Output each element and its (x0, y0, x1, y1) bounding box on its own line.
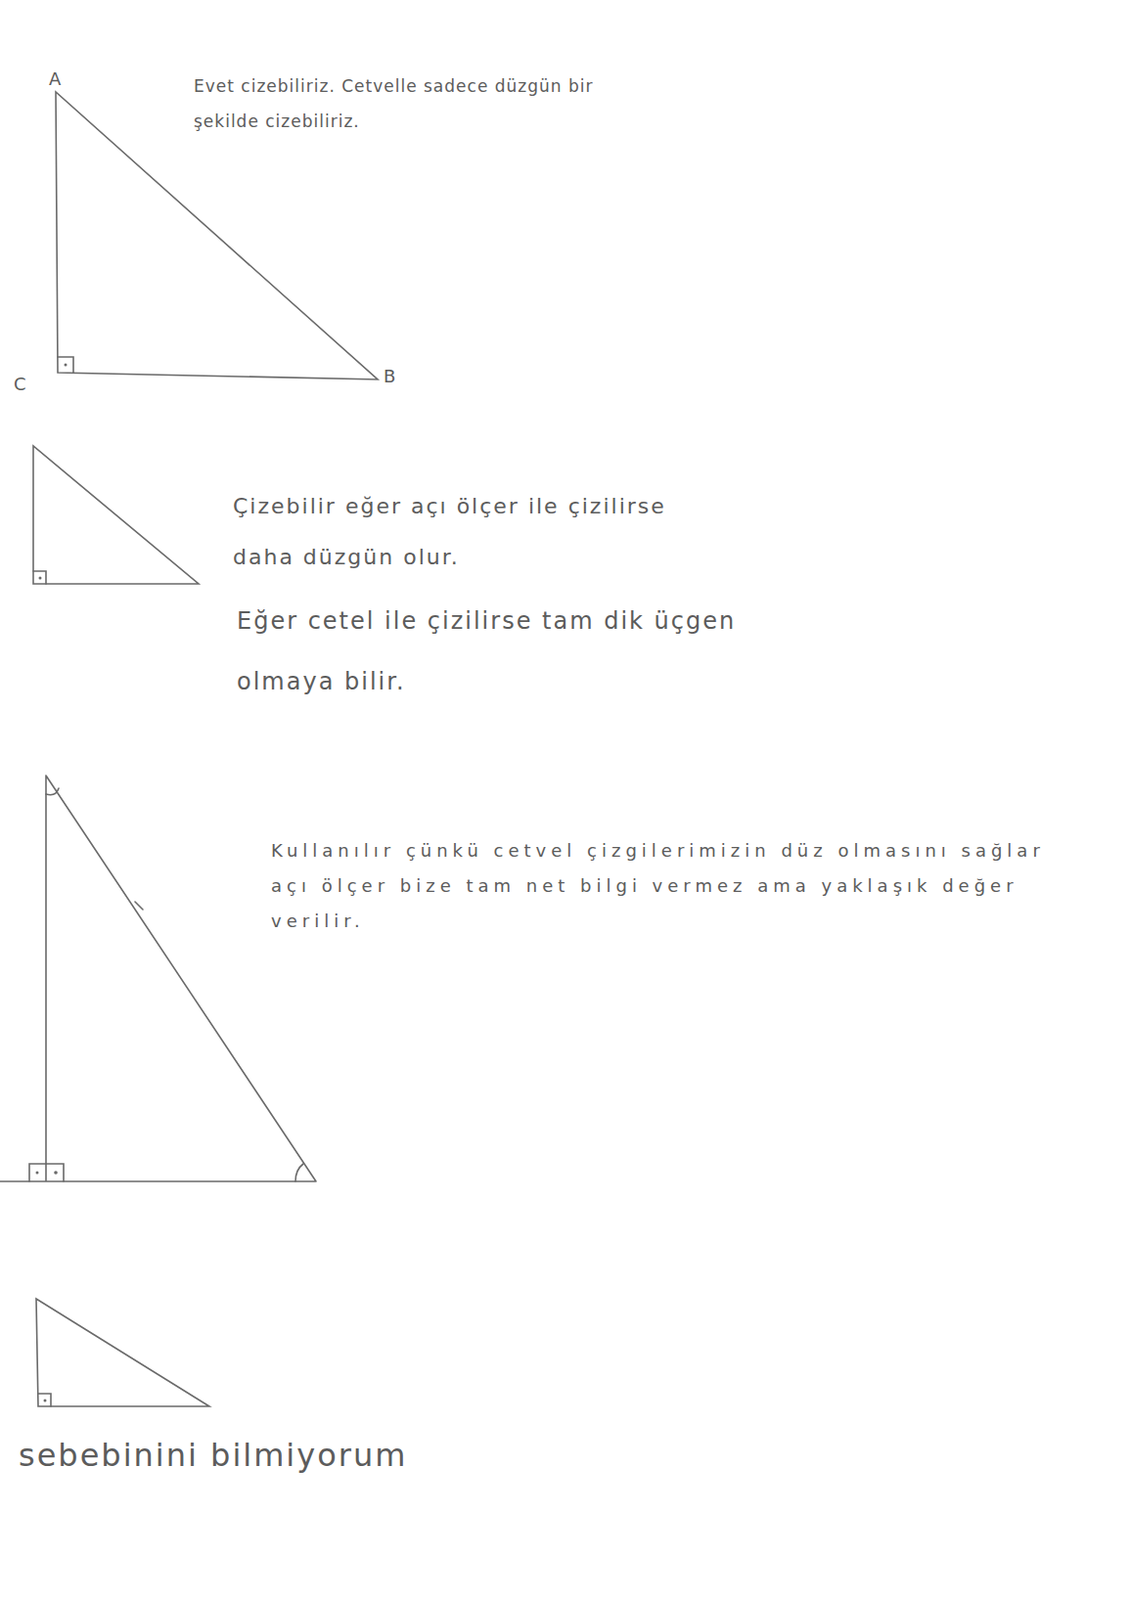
right-triangle (33, 446, 199, 585)
answer-note: Evet cizebiliriz. Cetvelle sadece düzgün… (193, 68, 605, 139)
answer-note: Eğer cetel ile çizilirse tam dik üçgen o… (236, 590, 766, 713)
vertex-label: A (48, 68, 89, 91)
angle-arc (295, 1164, 304, 1182)
vertex-label: C (13, 373, 53, 396)
right-triangle (36, 1299, 210, 1407)
vertex-label: B (383, 365, 423, 388)
answer-note: Kullanılır çünkü cetvel çizgilerimizin d… (271, 833, 1074, 940)
right-triangle (0, 775, 317, 1182)
angle-arc (45, 788, 59, 796)
right-angle-mark (38, 1394, 51, 1407)
right-angle-mark (45, 1164, 64, 1182)
right-angle-mark (29, 1164, 46, 1182)
answer-note: Çizebilir eğer açı ölçer ile çizilirse d… (232, 481, 703, 584)
right-angle-mark (33, 571, 46, 585)
answer-note: sebebinini bilmiyorum (18, 1436, 528, 1476)
tick-mark (135, 902, 143, 910)
right-angle-mark (57, 357, 74, 373)
right-triangle (55, 91, 378, 380)
